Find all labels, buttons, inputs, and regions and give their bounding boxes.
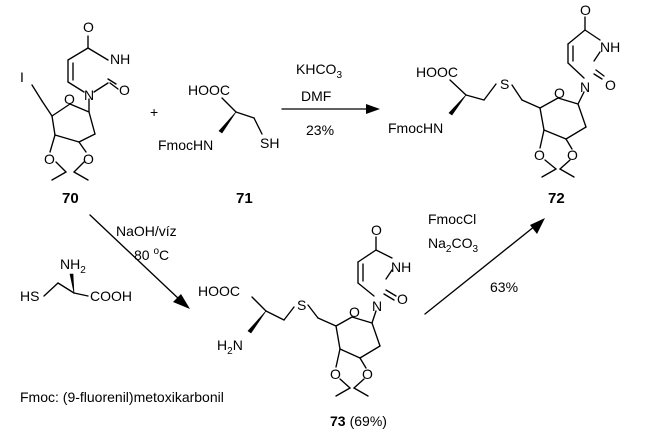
- carbonyl-o-right-73: O: [397, 291, 408, 307]
- compound-label-71: 71: [236, 190, 253, 207]
- hooc-label-73: HOOC: [198, 283, 240, 299]
- carbonyl-o-top-73: O: [371, 222, 382, 238]
- n1-label-73: N: [372, 298, 382, 314]
- hooc-label-72: HOOC: [416, 64, 458, 80]
- yield-top: 23%: [306, 122, 334, 138]
- ring-o-73: O: [349, 304, 360, 320]
- acetonide-o-right-73: O: [362, 366, 373, 382]
- carbonyl-o-top: O: [83, 19, 94, 35]
- reaction-arrow-up: FmocCl Na2CO3 63%: [424, 211, 545, 315]
- n1-label-72: N: [580, 79, 590, 95]
- s-label-72: S: [500, 76, 509, 92]
- ring-o: O: [64, 91, 75, 107]
- yield-up: 63%: [490, 279, 518, 295]
- hs-label: HS: [20, 288, 39, 304]
- hooc-label: HOOC: [188, 82, 230, 98]
- compound-label-70: 70: [62, 190, 79, 207]
- reaction-arrow-top: KHCO3 DMF 23%: [281, 61, 380, 138]
- carbonyl-o-right-72: O: [605, 77, 616, 93]
- nh-label-72: NH: [600, 39, 620, 55]
- reagent-na2co3: Na2CO3: [428, 235, 478, 255]
- cysteine-reagent: HS NH2 COOH: [20, 256, 132, 304]
- condition-naoh: NaOH/víz: [116, 223, 177, 239]
- acetonide-o-left-72: O: [534, 147, 545, 163]
- acetonide-o-right-72: O: [567, 147, 578, 163]
- reagent-dmf: DMF: [301, 88, 331, 104]
- reagent-fmoccl: FmocCl: [428, 211, 476, 227]
- ring-o-72: O: [554, 85, 565, 101]
- sh-label: SH: [260, 135, 279, 151]
- fmochn-label-72: FmocHN: [388, 120, 443, 136]
- reagent-khco3: KHCO3: [296, 61, 342, 81]
- acetonide-o-left: O: [44, 151, 55, 167]
- compound-70: O NH O N O I O O 70: [20, 19, 130, 207]
- carbonyl-o-right: O: [119, 82, 130, 98]
- fmoc-footnote: Fmoc: (9-fluorenil)metoxikarbonil: [20, 389, 224, 405]
- s-label-73: S: [297, 297, 306, 313]
- plus-sign: +: [150, 104, 158, 120]
- carbonyl-o-top-72: O: [580, 2, 591, 18]
- compound-73: HOOC H2N S O N NH O O O O 73(69%): [198, 222, 411, 429]
- compound-label-72: 72: [548, 190, 565, 207]
- condition-temp: 80 oC: [134, 246, 169, 263]
- iodine-label: I: [20, 69, 24, 85]
- nh-label-73: NH: [391, 259, 411, 275]
- compound-label-73: 73(69%): [330, 413, 387, 429]
- reaction-arrow-down: NaOH/víz 80 oC: [89, 214, 190, 309]
- compound-72: HOOC FmocHN S O N NH O O O O 72: [388, 2, 620, 207]
- nh-label: NH: [110, 51, 130, 67]
- h2n-label-73: H2N: [217, 337, 243, 357]
- cooh-label: COOH: [90, 288, 132, 304]
- acetonide-o-left-73: O: [330, 366, 341, 382]
- acetonide-o-right: O: [83, 151, 94, 167]
- compound-71: HOOC FmocHN SH 71: [158, 82, 279, 207]
- fmochn-label: FmocHN: [158, 137, 213, 153]
- n1-label: N: [84, 87, 94, 103]
- nh2-label: NH2: [60, 256, 86, 276]
